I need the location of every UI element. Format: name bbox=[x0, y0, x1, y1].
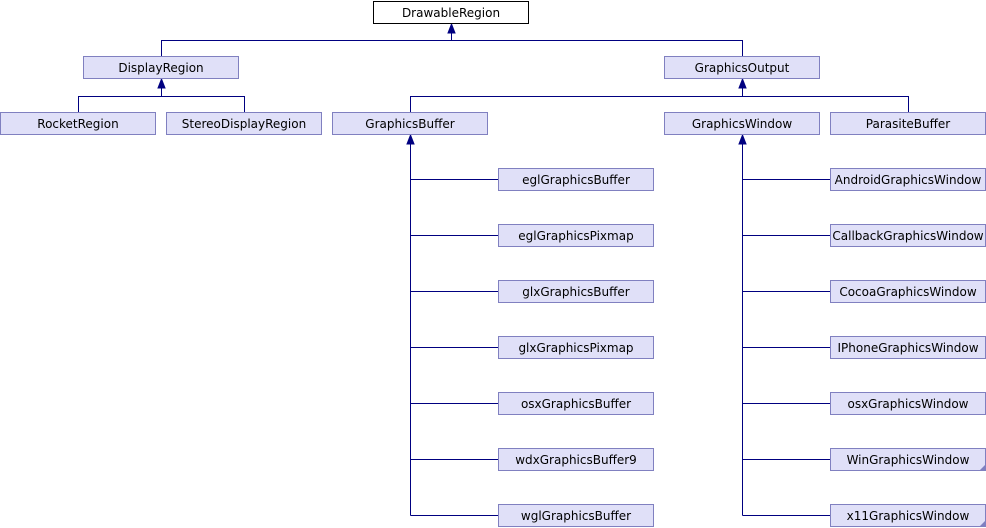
arrow-buffer-icon bbox=[406, 133, 415, 145]
class-node-osx-graphics-window[interactable]: osxGraphicsWindow bbox=[830, 392, 986, 415]
class-box[interactable] bbox=[498, 168, 654, 191]
truncated-marker-icon bbox=[979, 464, 986, 471]
class-node-callback-graphics-window[interactable]: CallbackGraphicsWindow bbox=[830, 224, 986, 247]
class-node-display-region[interactable]: DisplayRegion bbox=[83, 56, 239, 79]
class-box[interactable] bbox=[83, 56, 239, 79]
class-label[interactable]: x11GraphicsWindow bbox=[847, 509, 970, 523]
class-box[interactable] bbox=[498, 504, 654, 527]
class-label[interactable]: DisplayRegion bbox=[118, 61, 203, 75]
class-label[interactable]: osxGraphicsWindow bbox=[847, 397, 968, 411]
class-node-graphics-buffer[interactable]: GraphicsBuffer bbox=[332, 112, 488, 135]
class-node-wdx-graphics-buffer9[interactable]: wdxGraphicsBuffer9 bbox=[498, 448, 654, 471]
class-box[interactable] bbox=[166, 112, 322, 135]
class-label[interactable]: GraphicsBuffer bbox=[365, 117, 454, 131]
class-label[interactable]: wglGraphicsBuffer bbox=[521, 509, 631, 523]
class-node-osx-graphics-buffer[interactable]: osxGraphicsBuffer bbox=[498, 392, 654, 415]
class-node-egl-graphics-pixmap[interactable]: eglGraphicsPixmap bbox=[498, 224, 654, 247]
arrow-root-icon bbox=[447, 22, 456, 34]
class-label[interactable]: CallbackGraphicsWindow bbox=[832, 229, 983, 243]
class-box[interactable] bbox=[498, 280, 654, 303]
class-box[interactable] bbox=[664, 56, 820, 79]
class-box[interactable] bbox=[498, 392, 654, 415]
class-box[interactable] bbox=[498, 336, 654, 359]
class-label[interactable]: RocketRegion bbox=[37, 117, 118, 131]
class-node-cocoa-graphics-window[interactable]: CocoaGraphicsWindow bbox=[830, 280, 986, 303]
class-label[interactable]: GraphicsOutput bbox=[695, 61, 790, 75]
class-node-x11-graphics-window[interactable]: x11GraphicsWindow bbox=[830, 504, 986, 527]
class-box[interactable] bbox=[332, 112, 488, 135]
edge-display-children bbox=[78, 96, 245, 112]
class-label[interactable]: WinGraphicsWindow bbox=[847, 453, 970, 467]
class-node-parasite-buffer[interactable]: ParasiteBuffer bbox=[830, 112, 986, 135]
arrow-display-icon bbox=[157, 77, 166, 89]
class-label[interactable]: osxGraphicsBuffer bbox=[521, 397, 631, 411]
class-label[interactable]: GraphicsWindow bbox=[692, 117, 792, 131]
edge-output-children bbox=[410, 96, 909, 112]
arrow-window-icon bbox=[738, 133, 747, 145]
class-label[interactable]: glxGraphicsBuffer bbox=[522, 285, 630, 299]
class-label[interactable]: wdxGraphicsBuffer9 bbox=[515, 453, 637, 467]
class-node-graphics-output[interactable]: GraphicsOutput bbox=[664, 56, 820, 79]
class-node-stereo-display-region[interactable]: StereoDisplayRegion bbox=[166, 112, 322, 135]
class-box[interactable] bbox=[664, 112, 820, 135]
inheritance-edges bbox=[78, 22, 909, 516]
class-box[interactable] bbox=[0, 112, 156, 135]
class-node-iphone-graphics-window[interactable]: IPhoneGraphicsWindow bbox=[830, 336, 986, 359]
class-label[interactable]: eglGraphicsBuffer bbox=[522, 173, 630, 187]
class-box[interactable] bbox=[498, 224, 654, 247]
class-box[interactable] bbox=[498, 448, 654, 471]
class-box[interactable] bbox=[373, 1, 529, 24]
class-node-glx-graphics-buffer[interactable]: glxGraphicsBuffer bbox=[498, 280, 654, 303]
class-label[interactable]: eglGraphicsPixmap bbox=[518, 229, 633, 243]
class-label[interactable]: CocoaGraphicsWindow bbox=[839, 285, 977, 299]
class-label[interactable]: StereoDisplayRegion bbox=[182, 117, 306, 131]
class-label[interactable]: AndroidGraphicsWindow bbox=[835, 173, 982, 187]
class-node-win-graphics-window[interactable]: WinGraphicsWindow bbox=[830, 448, 986, 471]
class-label[interactable]: ParasiteBuffer bbox=[866, 117, 951, 131]
class-label[interactable]: DrawableRegion bbox=[402, 6, 500, 20]
arrow-output-icon bbox=[738, 77, 747, 89]
class-node-glx-graphics-pixmap[interactable]: glxGraphicsPixmap bbox=[498, 336, 654, 359]
class-node-drawable-region[interactable]: DrawableRegion bbox=[373, 1, 529, 24]
class-node-graphics-window[interactable]: GraphicsWindow bbox=[664, 112, 820, 135]
edge-root-children bbox=[161, 40, 743, 56]
class-label[interactable]: IPhoneGraphicsWindow bbox=[837, 341, 978, 355]
class-label[interactable]: glxGraphicsPixmap bbox=[518, 341, 633, 355]
class-node-wgl-graphics-buffer[interactable]: wglGraphicsBuffer bbox=[498, 504, 654, 527]
truncated-marker-icon bbox=[979, 520, 986, 527]
class-node-rocket-region[interactable]: RocketRegion bbox=[0, 112, 156, 135]
class-node-egl-graphics-buffer[interactable]: eglGraphicsBuffer bbox=[498, 168, 654, 191]
class-node-android-graphics-window[interactable]: AndroidGraphicsWindow bbox=[830, 168, 986, 191]
